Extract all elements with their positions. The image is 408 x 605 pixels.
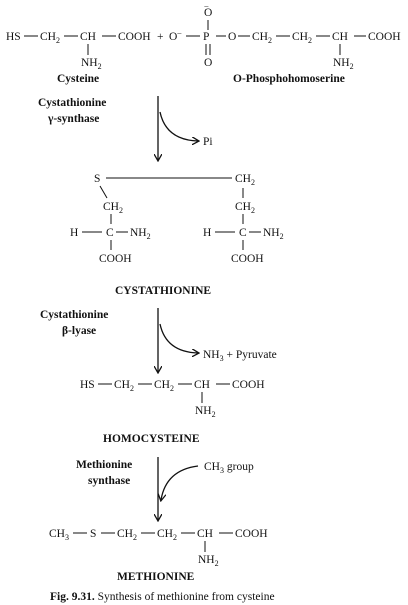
- step2-branch-arrow: [159, 323, 198, 353]
- cysteine-ch2: CH2: [40, 31, 60, 45]
- step3-enzyme-line2: synthase: [88, 475, 130, 487]
- cysteine-cooh: COOH: [118, 31, 151, 43]
- met-ch3: CH3: [49, 528, 69, 542]
- figure-caption: Fig. 9.31. Synthesis of methionine from …: [50, 591, 275, 603]
- cysta-left-nh2: NH2: [130, 227, 151, 241]
- cysteine-name: Cysteine: [57, 73, 99, 85]
- cysteine-structure: HS CH2 CH COOH NH2: [6, 31, 151, 71]
- step1-enzyme-line1: Cystathionine: [38, 97, 106, 109]
- met-nh2: NH2: [198, 554, 219, 568]
- cysta-right-cooh: COOH: [231, 253, 264, 265]
- homocysteine-name: HOMOCYSTEINE: [103, 433, 200, 445]
- step1-branch-arrow: [159, 111, 198, 141]
- methionine-structure: CH3 S CH2 CH2 CH COOH NH2: [49, 528, 268, 568]
- cystathionine-name: CYSTATHIONINE: [115, 285, 211, 297]
- step2-enzyme-line2: β-lyase: [62, 325, 96, 337]
- cysta-right-c: C: [239, 227, 247, 239]
- cysteine-ch: CH: [80, 31, 96, 43]
- cysta-right-ch2-top: CH2: [235, 173, 255, 187]
- phospho-o-left: O–: [169, 28, 182, 43]
- phospho-cooh: COOH: [368, 31, 401, 43]
- homocysteine-structure: HS CH2 CH2 CH COOH NH2: [80, 379, 265, 419]
- phospho-o-double: O: [204, 57, 212, 69]
- phospho-nh2: NH2: [333, 57, 354, 71]
- cysteine-hs: HS: [6, 31, 21, 43]
- homo-ch2-a: CH2: [114, 379, 134, 393]
- cystathionine-structure: S CH2 CH2 CH2 H C NH2 H C NH2 COOH COOH: [70, 173, 284, 265]
- phospho-ch2-a: CH2: [252, 31, 272, 45]
- step1-enzyme-line2: γ-synthase: [47, 113, 99, 125]
- cysta-left-ch2: CH2: [103, 201, 123, 215]
- phospho-o-top: O–: [203, 1, 212, 19]
- step2-byproduct: NH3 + Pyruvate: [203, 349, 277, 363]
- phosphohomoserine-name: O-Phosphohomoserine: [233, 73, 345, 85]
- met-cooh: COOH: [235, 528, 268, 540]
- step2-enzyme-line1: Cystathionine: [40, 309, 108, 321]
- cysta-left-h: H: [70, 227, 78, 239]
- methionine-name: METHIONINE: [117, 571, 195, 583]
- met-ch2-a: CH2: [117, 528, 137, 542]
- homo-cooh: COOH: [232, 379, 265, 391]
- cysta-s: S: [94, 173, 100, 185]
- step1-byproduct: Pi: [203, 136, 213, 148]
- homo-nh2: NH2: [195, 405, 216, 419]
- cysta-left-c: C: [106, 227, 114, 239]
- homo-ch: CH: [194, 379, 210, 391]
- met-s: S: [90, 528, 96, 540]
- met-ch2-b: CH2: [157, 528, 177, 542]
- step3-enzyme-line1: Methionine: [76, 459, 132, 471]
- cysta-left-cooh: COOH: [99, 253, 132, 265]
- phospho-p: P: [203, 31, 209, 43]
- cysteine-nh2: NH2: [81, 57, 102, 71]
- cysta-right-ch2: CH2: [235, 201, 255, 215]
- homo-ch2-b: CH2: [154, 379, 174, 393]
- phospho-ch: CH: [332, 31, 348, 43]
- plus-sign: +: [157, 31, 164, 43]
- cysta-right-h: H: [203, 227, 211, 239]
- met-ch: CH: [197, 528, 213, 540]
- step3-branch-arrow: [161, 465, 199, 500]
- phosphohomoserine-structure: O– O– P O O CH2 CH2 CH COOH NH2: [169, 1, 401, 71]
- cysta-right-nh2: NH2: [263, 227, 284, 241]
- step3-donor: CH3 group: [204, 461, 254, 475]
- phospho-ch2-b: CH2: [292, 31, 312, 45]
- phospho-o-link: O: [228, 31, 236, 43]
- homo-hs: HS: [80, 379, 95, 391]
